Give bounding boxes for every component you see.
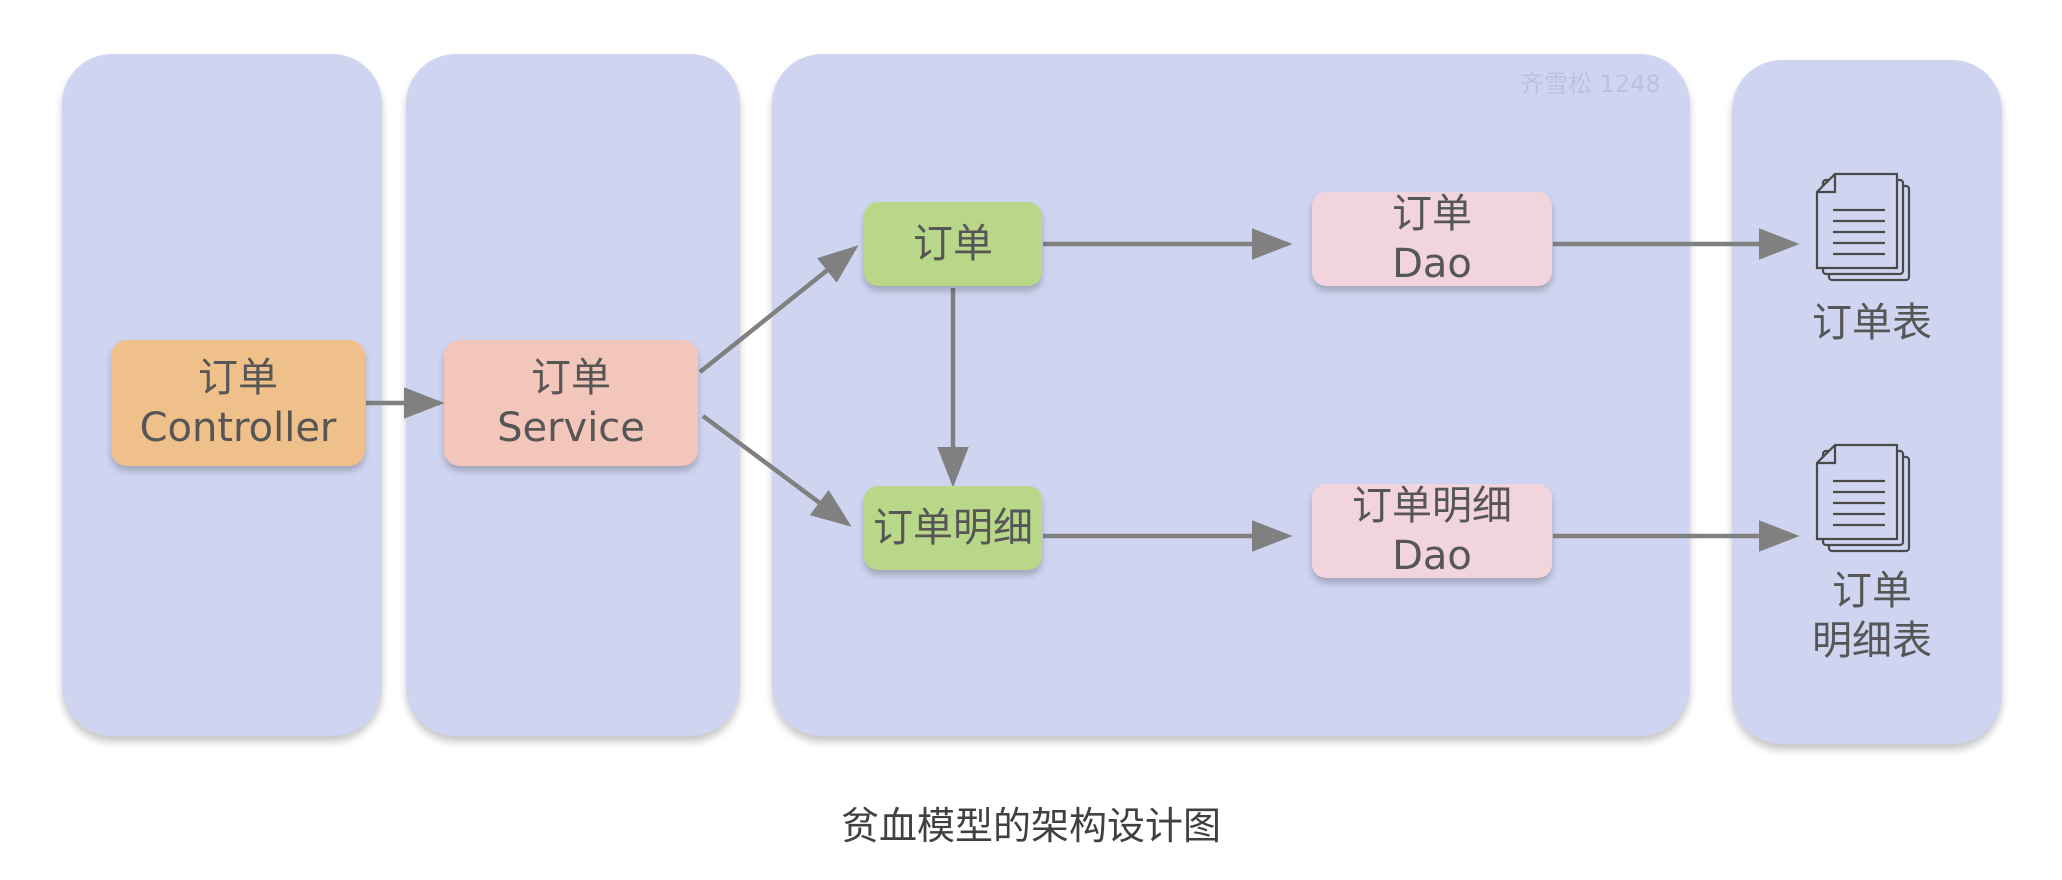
order-service-label-line2: Service: [497, 405, 645, 451]
watermark: 齐雪松 1248: [1520, 70, 1661, 98]
order-service-box: 订单 Service: [444, 340, 698, 466]
document-icon: [1815, 443, 1911, 553]
document-icon: [1815, 172, 1911, 282]
order-dao-label-line1: 订单: [1392, 191, 1472, 237]
order-table-label-line1: 订单表: [1812, 300, 1932, 346]
domain-lane: [772, 54, 1690, 736]
order-detail-table-label: 订单 明细表: [1772, 566, 1972, 666]
order-detail-dao-box: 订单明细 Dao: [1312, 483, 1552, 579]
arrow-service-to-order-detail: [701, 414, 852, 527]
order-detail-entity-box: 订单明细: [864, 486, 1042, 570]
order-detail-table-label-line2: 明细表: [1812, 618, 1932, 664]
order-entity-box: 订单: [864, 202, 1042, 286]
order-detail-entity-label: 订单明细: [873, 505, 1033, 551]
order-dao-label-line2: Dao: [1392, 241, 1472, 287]
order-detail-table-label-line1: 订单: [1832, 568, 1912, 614]
order-controller-label-line2: Controller: [139, 405, 337, 451]
diagram-caption: 贫血模型的架构设计图: [840, 804, 1221, 848]
order-dao-box: 订单 Dao: [1312, 191, 1552, 287]
order-service-label-line1: 订单: [531, 355, 611, 401]
order-detail-dao-label-line2: Dao: [1392, 533, 1472, 579]
order-entity-label: 订单: [913, 221, 993, 267]
arrow-service-to-order: [698, 245, 859, 374]
order-detail-dao-label-line1: 订单明细: [1352, 483, 1512, 529]
order-controller-label-line1: 订单: [198, 355, 278, 401]
order-controller-box: 订单 Controller: [111, 340, 365, 466]
order-table-label: 订单表: [1772, 298, 1972, 348]
